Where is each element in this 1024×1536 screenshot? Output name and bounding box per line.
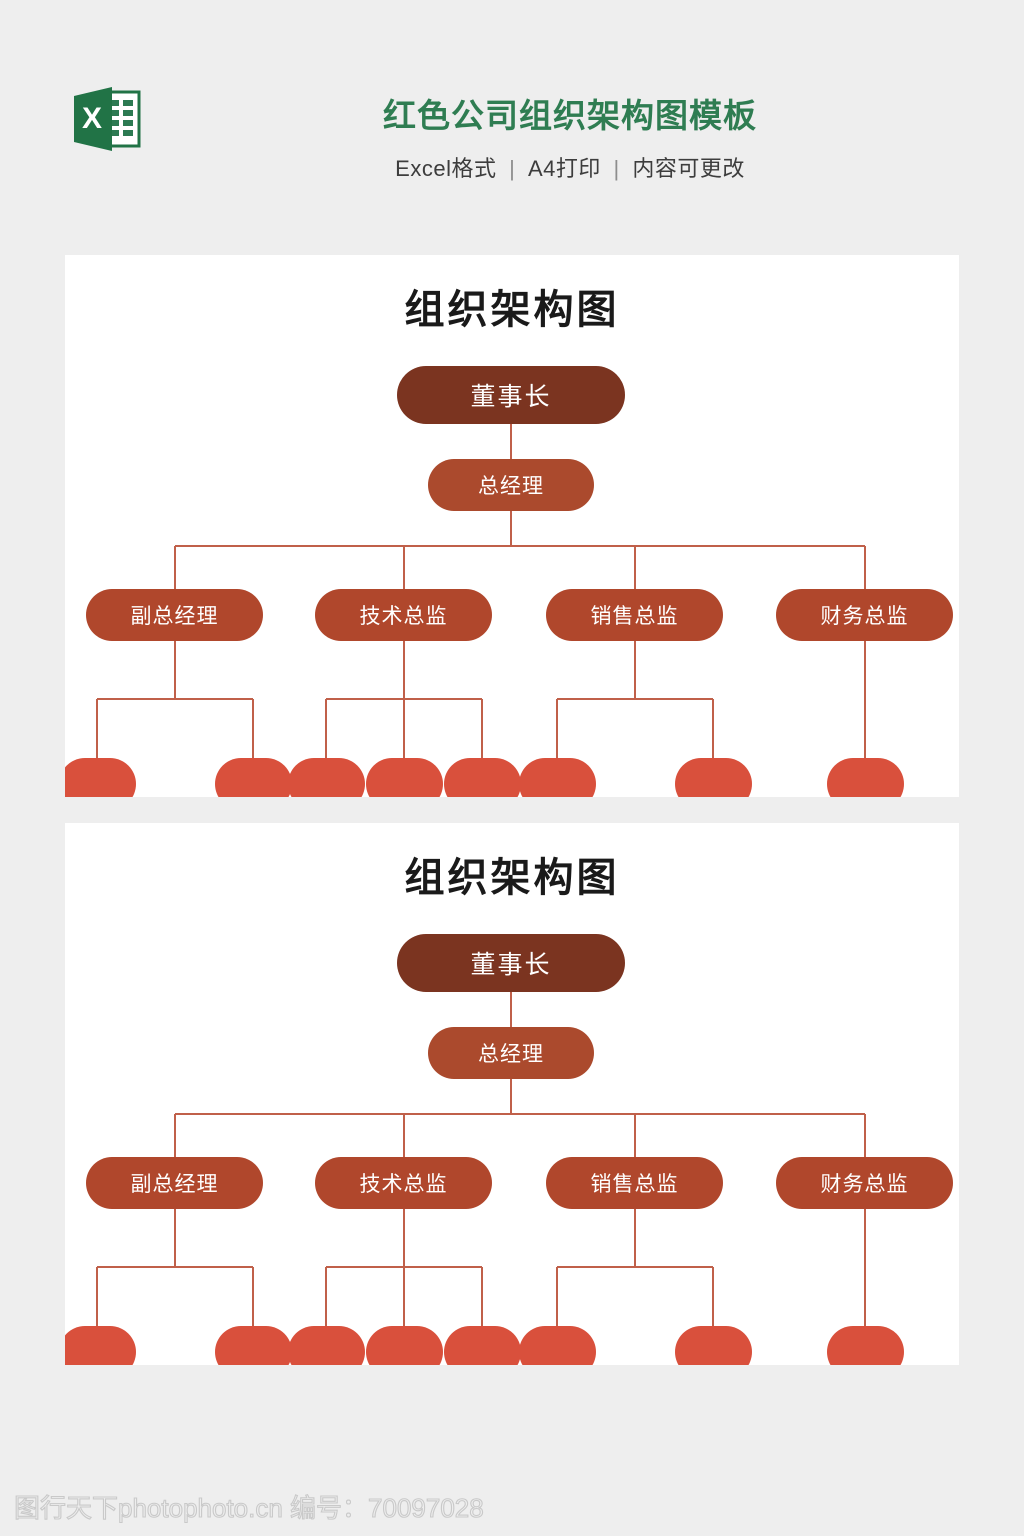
org-node-technical-director[interactable]: 技术总监 [315, 589, 492, 641]
org-node-technical-director-2[interactable]: 技术总监 [315, 1157, 492, 1209]
header-text-block: 红色公司组织架构图模板 Excel格式 | A4打印 | 内容可更改 [170, 92, 970, 184]
org-node-leaf-2-5[interactable] [444, 1326, 521, 1365]
org-node-leaf-2-8[interactable] [827, 1326, 904, 1365]
org-node-sales-director-2[interactable]: 销售总监 [546, 1157, 723, 1209]
chart-title-1: 组织架构图 [404, 286, 620, 333]
svg-text:图行天下photophoto.cn 编号：70097028: 图行天下photophoto.cn 编号：70097028 [14, 1493, 484, 1523]
org-node-sales-director[interactable]: 销售总监 [546, 589, 723, 641]
org-node-chairman[interactable]: 董事长 [397, 366, 625, 424]
org-node-finance-director[interactable]: 财务总监 [776, 589, 953, 641]
org-chart-card-2: 组织架构图 [65, 823, 959, 1365]
footer-watermark: 图行天下photophoto.cn 编号：70097028 [14, 1489, 614, 1529]
org-node-chairman-2[interactable]: 董事长 [397, 934, 625, 992]
org-node-leaf-6[interactable] [519, 758, 596, 797]
org-node-leaf-3[interactable] [288, 758, 365, 797]
org-node-leaf-1[interactable] [65, 758, 136, 797]
subtitle-separator-1: | [509, 156, 516, 181]
connector-lines-1 [95, 424, 867, 758]
org-chart-1: 董事长 总经理 副总经理 技术总监 销售总监 财务总监 [65, 255, 959, 797]
page-header: X 红色公司组织架构图模板 Excel格式 | A4打印 | 内容可更改 [0, 0, 1024, 230]
org-chart-card-1: 组织架构图 [65, 255, 959, 797]
org-node-leaf-8[interactable] [827, 758, 904, 797]
org-chart-2: 董事长 总经理 副总经理 技术总监 销售总监 财务总监 [65, 823, 959, 1365]
org-node-general-manager[interactable]: 总经理 [428, 459, 594, 511]
subtitle-part-editable: 内容可更改 [632, 156, 745, 181]
org-node-deputy-general-manager-2[interactable]: 副总经理 [86, 1157, 263, 1209]
org-node-leaf-5[interactable] [444, 758, 521, 797]
org-node-leaf-2[interactable] [215, 758, 292, 797]
page-title: 红色公司组织架构图模板 [383, 97, 757, 134]
org-node-leaf-2-2[interactable] [215, 1326, 292, 1365]
org-node-leaf-2-7[interactable] [675, 1326, 752, 1365]
org-node-leaf-2-1[interactable] [65, 1326, 136, 1365]
subtitle-part-format: Excel格式 [395, 156, 497, 181]
page-subtitle: Excel格式 | A4打印 | 内容可更改 [170, 154, 970, 184]
svg-text:X: X [82, 102, 102, 135]
org-node-leaf-4[interactable] [366, 758, 443, 797]
chart-title-2: 组织架构图 [404, 854, 620, 901]
org-node-deputy-general-manager[interactable]: 副总经理 [86, 589, 263, 641]
org-node-general-manager-2[interactable]: 总经理 [428, 1027, 594, 1079]
subtitle-part-print: A4打印 [527, 156, 601, 181]
org-node-finance-director-2[interactable]: 财务总监 [776, 1157, 953, 1209]
connector-lines-2 [95, 992, 867, 1326]
org-node-leaf-2-3[interactable] [288, 1326, 365, 1365]
org-node-leaf-2-6[interactable] [519, 1326, 596, 1365]
excel-icon: X [66, 80, 150, 164]
org-node-leaf-2-4[interactable] [366, 1326, 443, 1365]
watermark-outline-text: 图行天下photophoto.cn 编号：70097028 [14, 1492, 484, 1523]
subtitle-separator-2: | [613, 156, 620, 181]
org-node-leaf-7[interactable] [675, 758, 752, 797]
